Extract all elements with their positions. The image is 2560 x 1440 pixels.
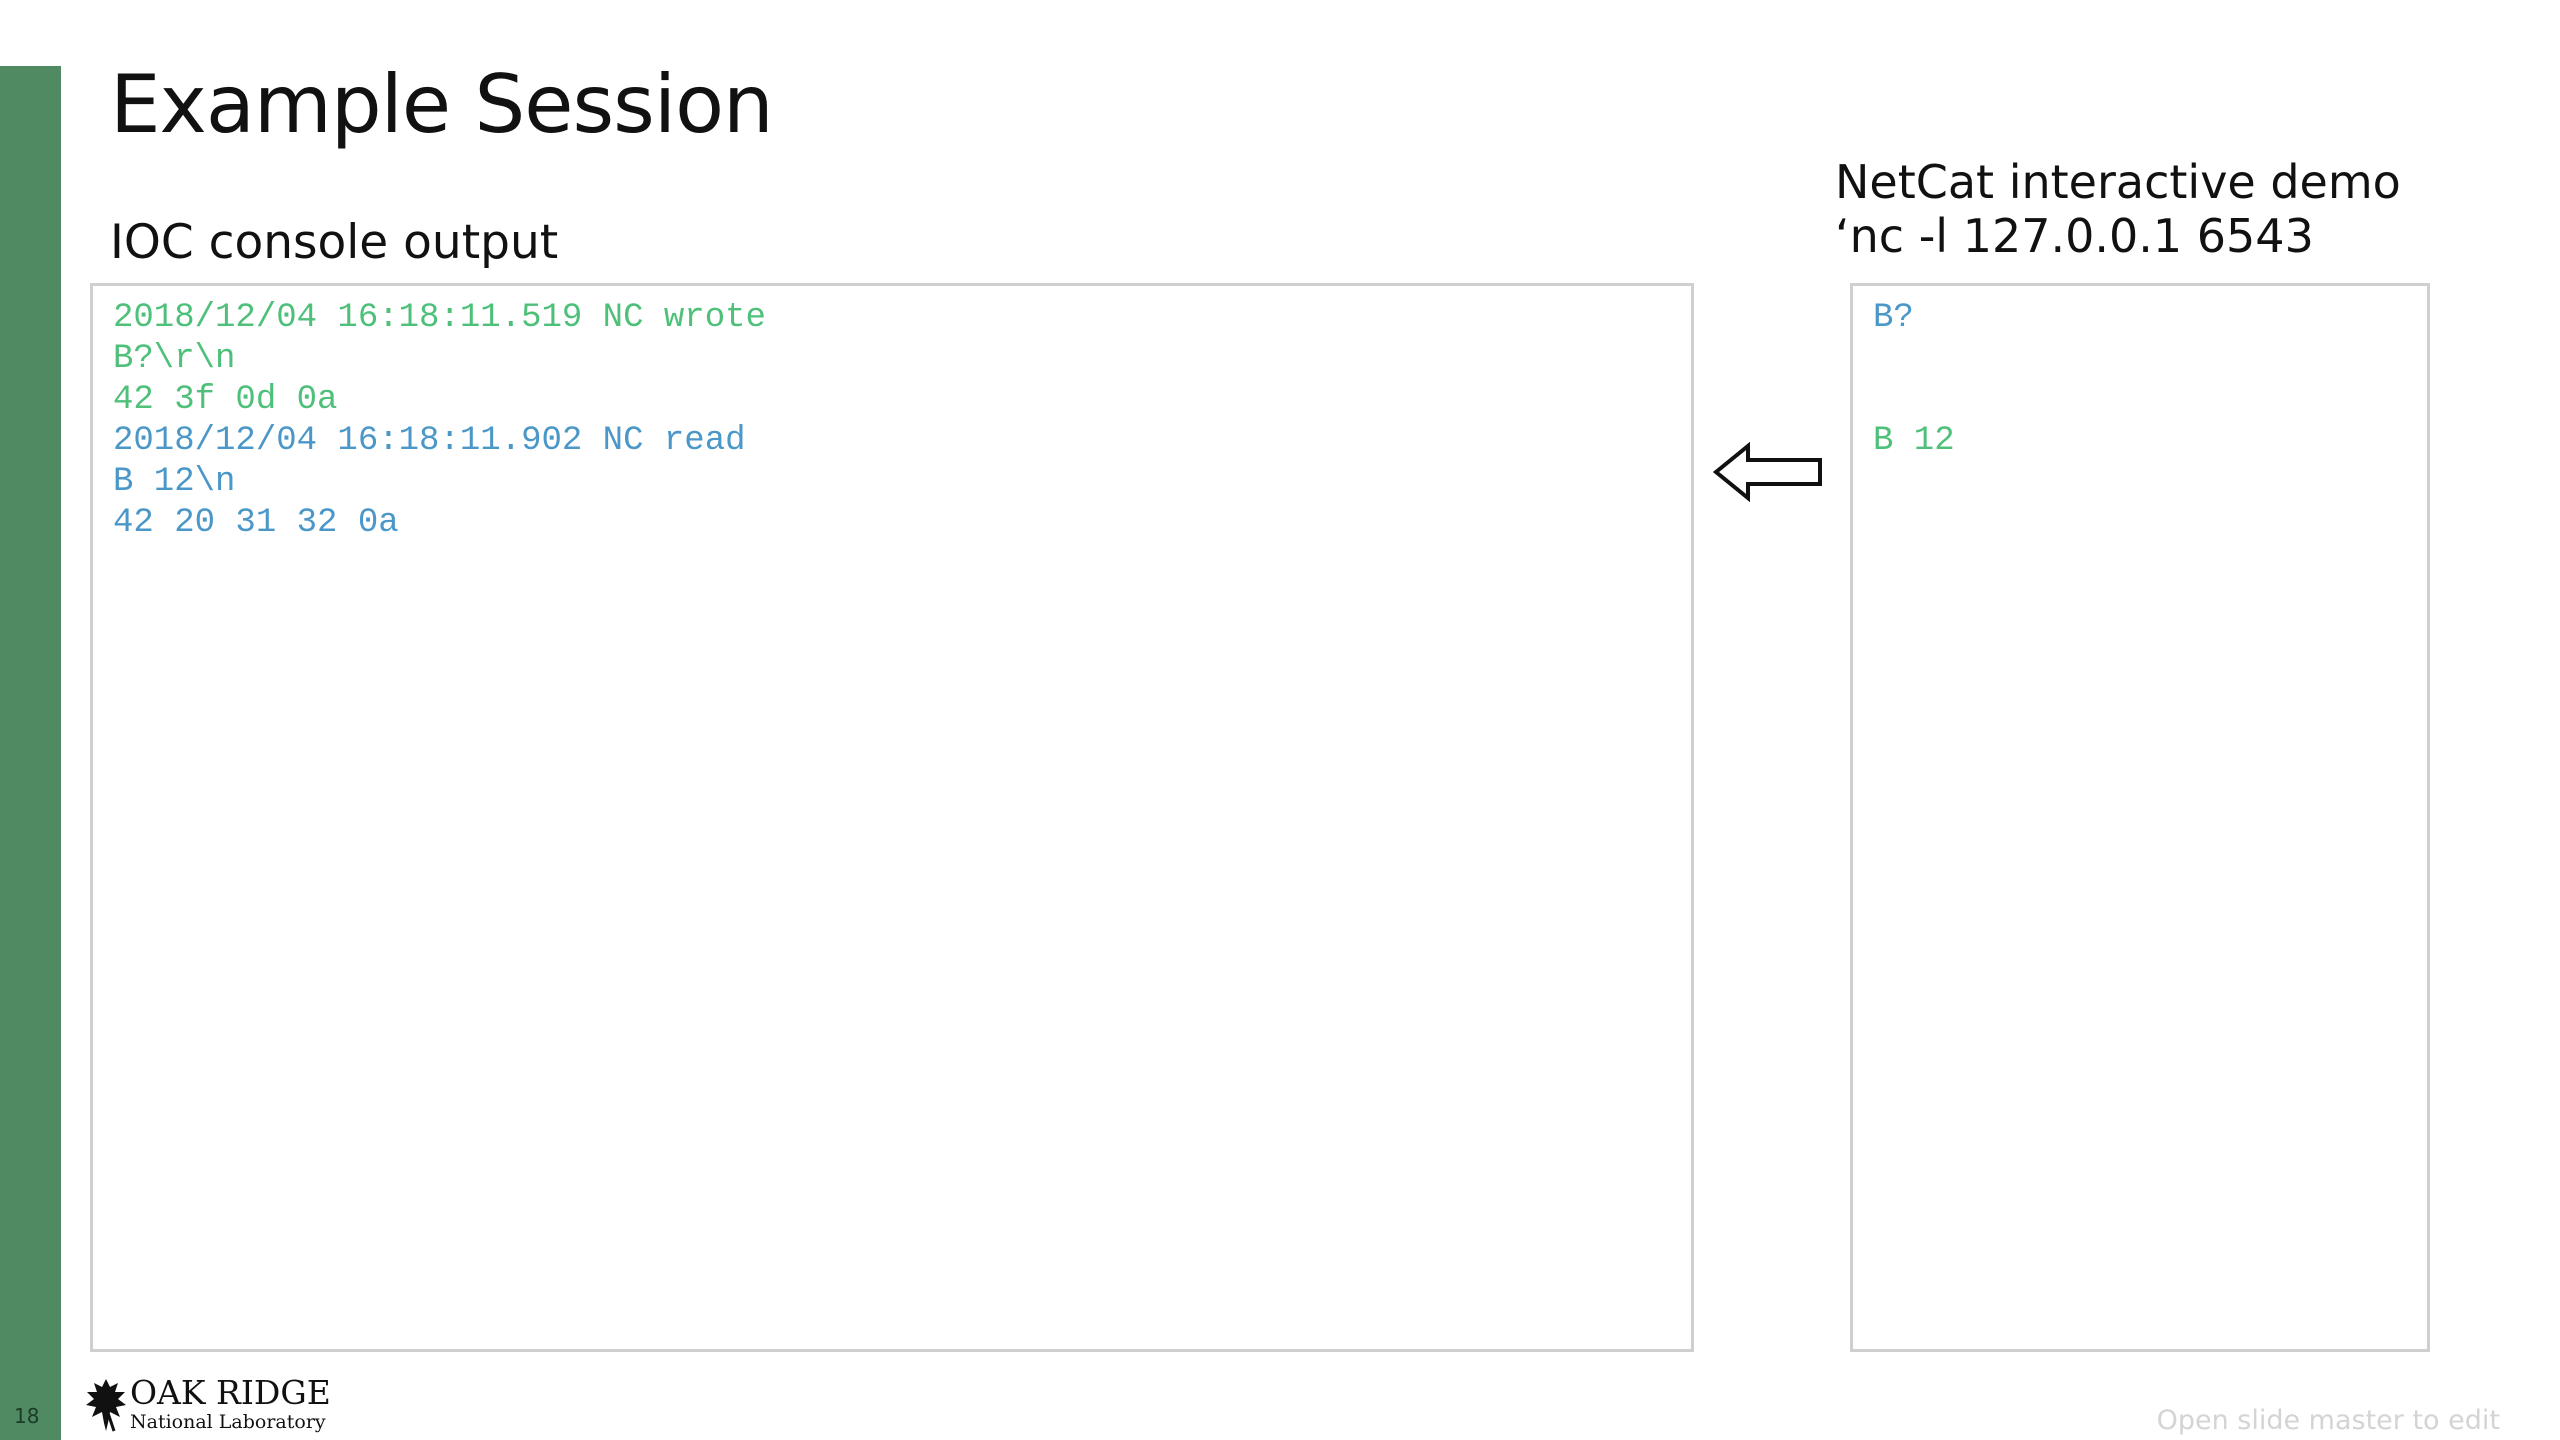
console-line: B?\r\n — [113, 340, 236, 378]
netcat-terminal[interactable]: B? B 12 — [1850, 283, 2430, 1352]
netcat-line — [1873, 380, 2407, 421]
netcat-label: NetCat interactive demo ‘nc -l 127.0.0.1… — [1835, 155, 2401, 263]
oak-ridge-logo: OAK RIDGE National Laboratory — [84, 1373, 344, 1437]
ioc-console-output[interactable]: 2018/12/04 16:18:11.519 NC wrote B?\r\n … — [90, 283, 1694, 1352]
console-line: 2018/12/04 16:18:11.519 NC wrote — [113, 299, 766, 337]
ioc-console-label: IOC console output — [110, 215, 559, 270]
left-arrow-icon — [1712, 441, 1822, 503]
netcat-line — [1873, 339, 2407, 380]
console-line: 42 20 31 32 0a — [113, 504, 399, 542]
logo-name: OAK RIDGE — [130, 1373, 331, 1412]
console-line: 42 3f 0d 0a — [113, 381, 338, 419]
logo-subtitle: National Laboratory — [130, 1411, 326, 1433]
slide-title: Example Session — [110, 58, 774, 151]
oak-leaf-icon — [86, 1379, 126, 1432]
console-line: B 12\n — [113, 463, 236, 501]
netcat-label-line1: NetCat interactive demo — [1835, 155, 2401, 209]
netcat-line: B? — [1873, 299, 1914, 337]
accent-sidebar — [0, 66, 61, 1440]
footer-note: Open slide master to edit — [2156, 1405, 2500, 1436]
console-line: 2018/12/04 16:18:11.902 NC read — [113, 422, 746, 460]
slide-number: 18 — [14, 1404, 40, 1428]
netcat-line: B 12 — [1873, 422, 1955, 460]
netcat-label-line2: ‘nc -l 127.0.0.1 6543 — [1835, 209, 2314, 263]
